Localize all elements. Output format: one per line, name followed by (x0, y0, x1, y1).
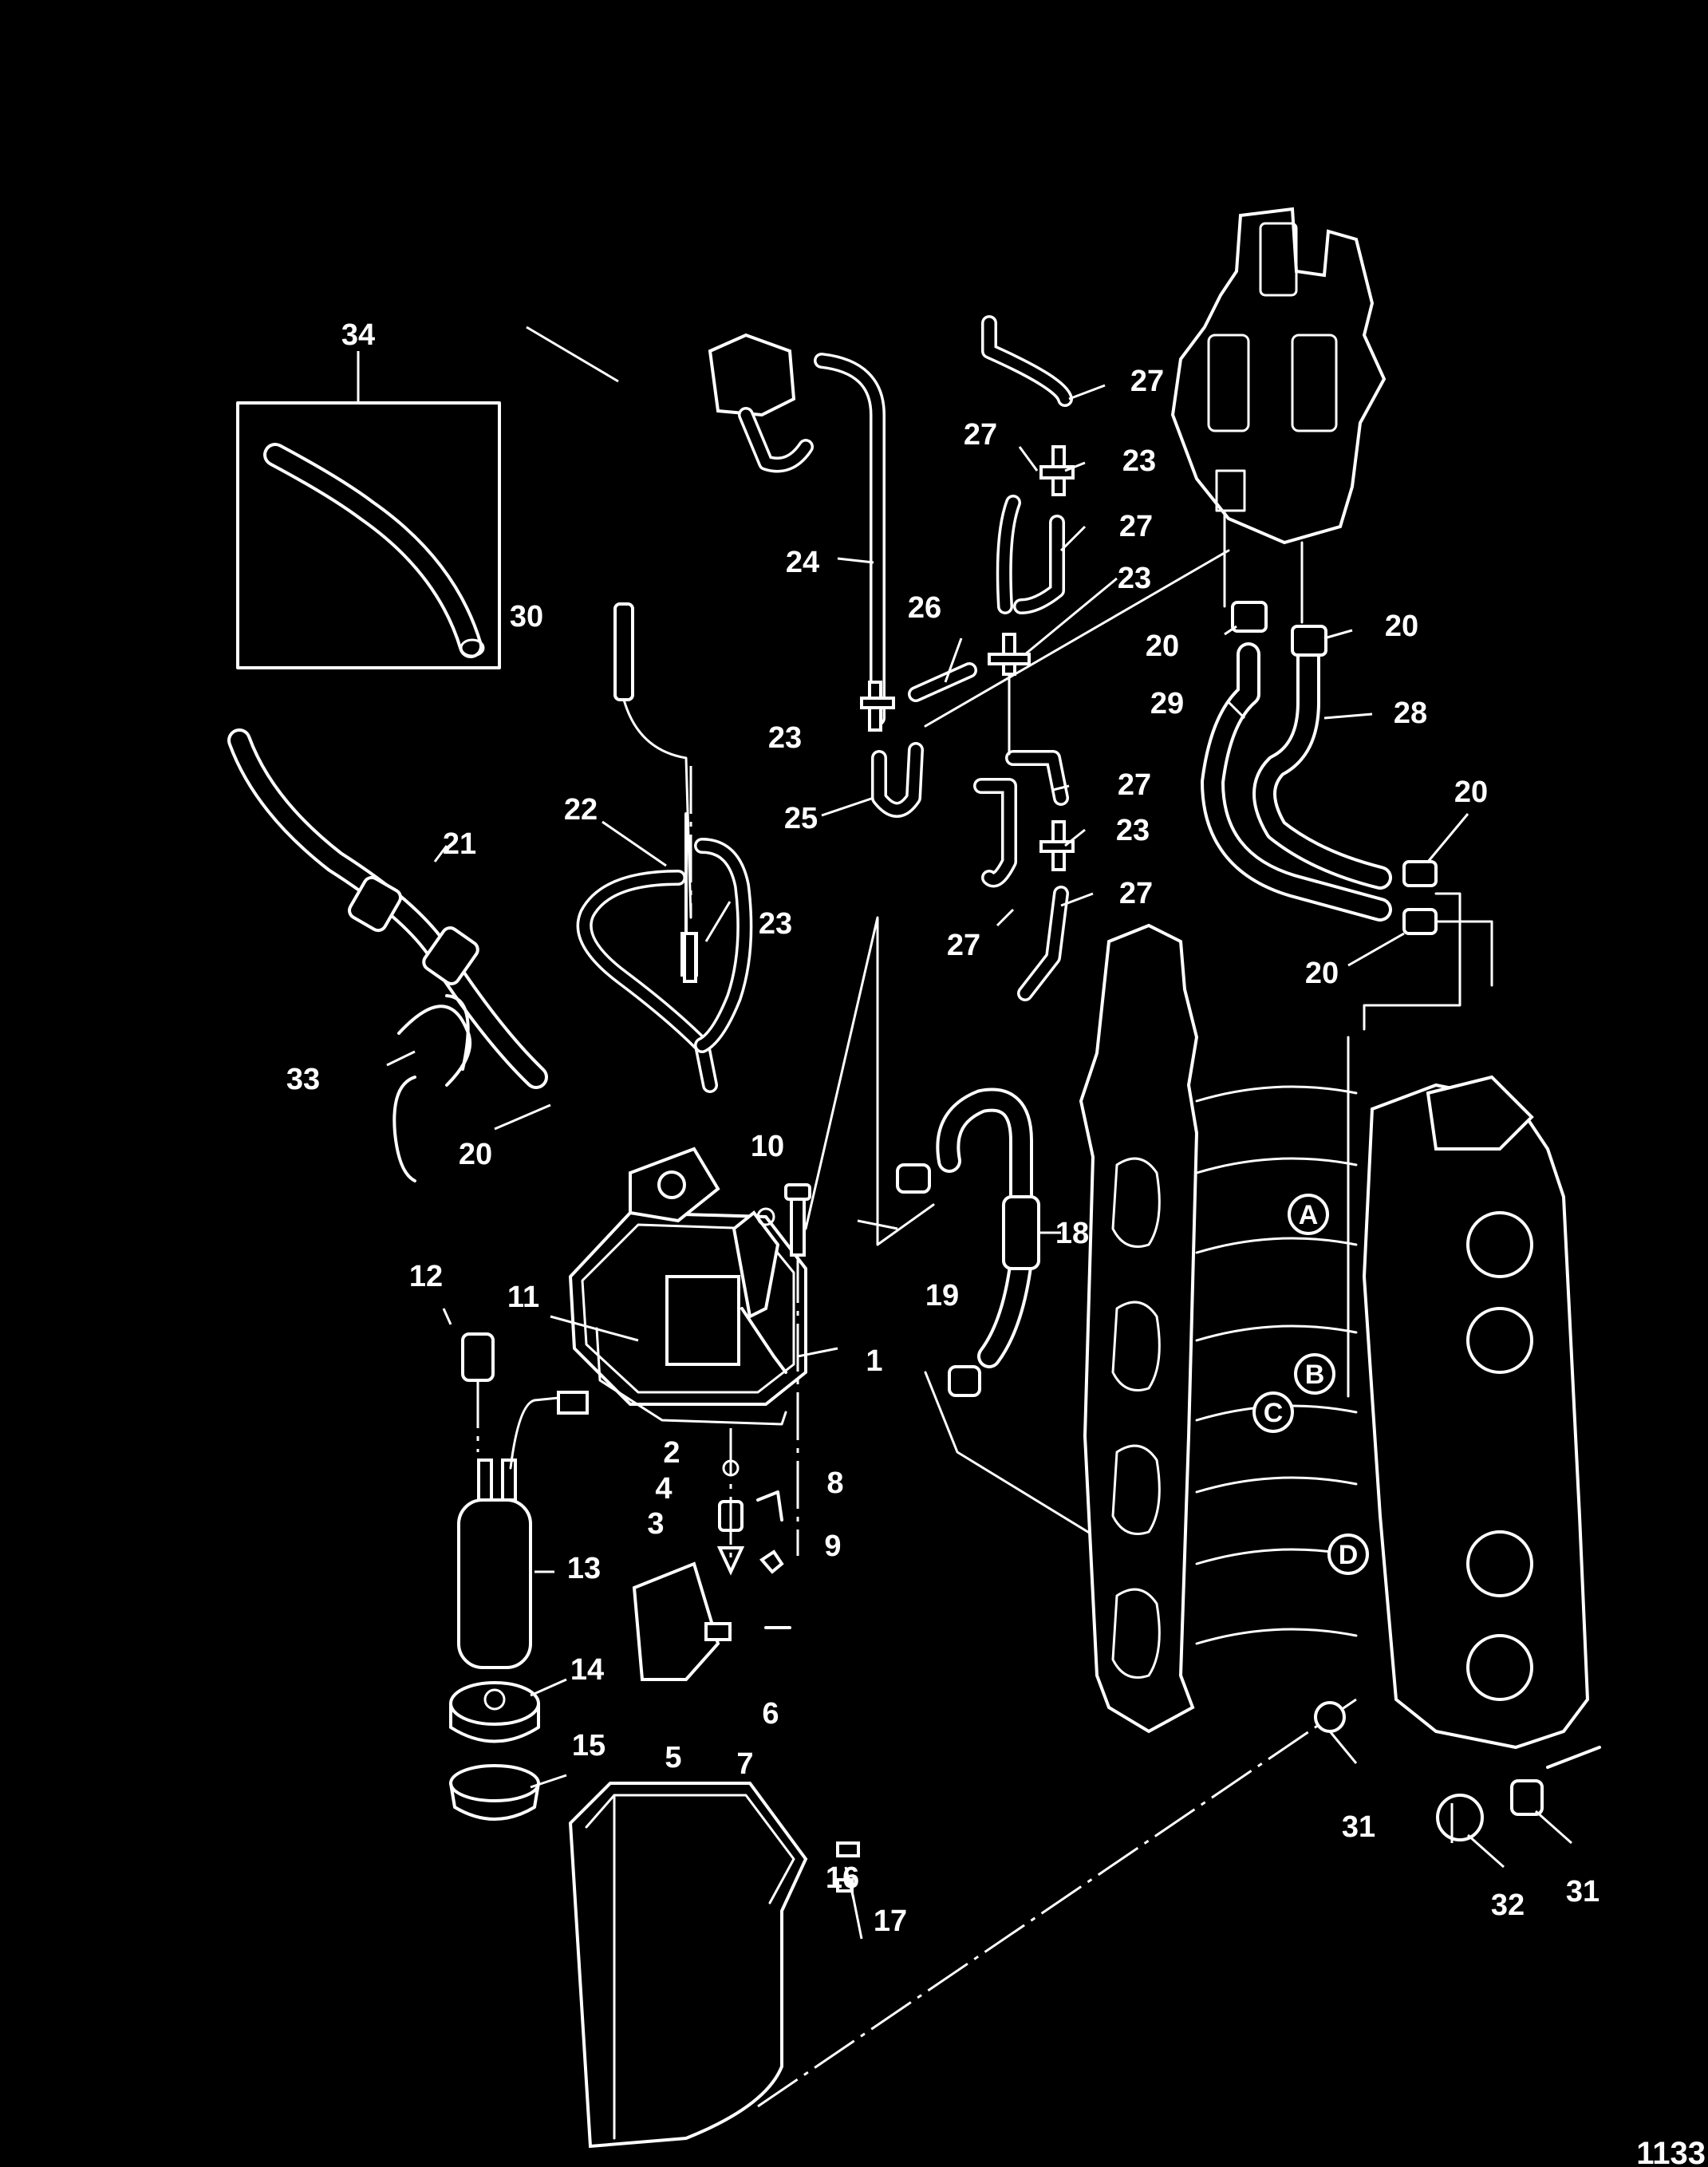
detail-box-34 (236, 351, 501, 669)
callout-27e: 27 (1119, 877, 1153, 910)
callout-33: 33 (286, 1063, 320, 1096)
hose-30 (613, 602, 692, 919)
callout-23d: 23 (1118, 562, 1151, 595)
callout-16: 16 (826, 1861, 859, 1895)
callout-5: 5 (665, 1741, 681, 1774)
float-bowl-7 (568, 1698, 1357, 2149)
callout-2: 2 (663, 1436, 680, 1470)
callout-11: 11 (507, 1281, 539, 1314)
hose-22 (576, 812, 753, 1093)
callout-7: 7 (736, 1747, 753, 1781)
callout-labels: 1 2 3 4 5 6 7 8 9 10 11 12 13 14 15 16 1… (286, 318, 1600, 1938)
callout-19: 19 (925, 1279, 959, 1312)
callout-28: 28 (1394, 697, 1427, 730)
small-parts (632, 1428, 791, 1681)
gasket-11 (595, 1327, 787, 1426)
callout-17: 17 (874, 1905, 907, 1938)
callout-12: 12 (409, 1260, 443, 1293)
callout-27d: 27 (1118, 768, 1151, 802)
callout-23c: 23 (1122, 444, 1156, 478)
callout-27b: 27 (964, 418, 997, 452)
callout-14: 14 (570, 1653, 604, 1687)
callout-25: 25 (784, 802, 818, 835)
callout-23e: 23 (1116, 814, 1150, 847)
figure-number: 1133 (1636, 2136, 1706, 2167)
callout-23a: 23 (759, 907, 792, 941)
callout-6: 6 (762, 1697, 779, 1731)
screw-10 (784, 1183, 811, 1556)
callout-4: 4 (655, 1472, 672, 1506)
callout-23b: 23 (768, 721, 802, 755)
callout-32: 32 (1491, 1889, 1525, 1922)
callout-34: 34 (341, 318, 375, 352)
hoses-27 (973, 315, 1073, 1001)
intake-manifold (1079, 923, 1358, 1734)
callout-13: 13 (567, 1552, 601, 1585)
fuel-hose-21 (227, 728, 548, 1089)
callout-10: 10 (751, 1130, 784, 1163)
svg-text:C: C (1264, 1398, 1284, 1428)
fuel-rail-assembly (1170, 207, 1387, 624)
vapor-separator-cover-1 (569, 1147, 807, 1406)
reference-letter-c: C (1252, 1391, 1294, 1433)
clamp-33 (392, 994, 472, 1182)
throttle-body (1362, 1075, 1590, 1750)
svg-text:A: A (1299, 1200, 1319, 1230)
callout-29: 29 (1150, 687, 1184, 720)
callout-20d: 20 (1454, 776, 1488, 809)
callout-30: 30 (510, 600, 543, 634)
pressure-regulator (708, 333, 814, 473)
bottom-right-parts (1314, 1701, 1601, 1843)
callout-20e: 20 (1305, 957, 1339, 990)
callout-21: 21 (443, 827, 476, 861)
fuel-pump-parts (449, 1332, 589, 1821)
callout-22: 22 (564, 793, 598, 827)
callout-26: 26 (908, 591, 941, 625)
svg-text:B: B (1305, 1360, 1325, 1390)
svg-text:D: D (1339, 1540, 1359, 1570)
leader-lines (386, 326, 1572, 1940)
callout-27f: 27 (947, 929, 980, 962)
reference-letter-d: D (1327, 1533, 1369, 1575)
callout-3: 3 (647, 1507, 664, 1541)
callout-9: 9 (824, 1530, 841, 1563)
callout-31b: 31 (1566, 1875, 1600, 1908)
callout-20c: 20 (1385, 610, 1418, 643)
callout-24: 24 (786, 546, 819, 579)
callout-18: 18 (1055, 1217, 1089, 1250)
reference-letter-a: A (1288, 1194, 1329, 1235)
callout-1: 1 (866, 1344, 882, 1378)
callout-27c: 27 (1119, 510, 1153, 543)
tee-fittings-23 (683, 445, 1075, 983)
callout-8: 8 (826, 1466, 843, 1500)
callout-27a: 27 (1130, 365, 1164, 398)
reference-letter-b: B (1294, 1353, 1335, 1395)
callout-20b: 20 (1146, 630, 1179, 663)
hose-25-26 (871, 549, 1230, 818)
hose-18 (896, 1087, 1040, 1397)
hoses-28-29 (1201, 601, 1493, 1398)
hose-24 (814, 353, 886, 726)
callout-15: 15 (572, 1729, 605, 1762)
callout-20a: 20 (459, 1138, 492, 1171)
callout-31a: 31 (1342, 1810, 1375, 1844)
